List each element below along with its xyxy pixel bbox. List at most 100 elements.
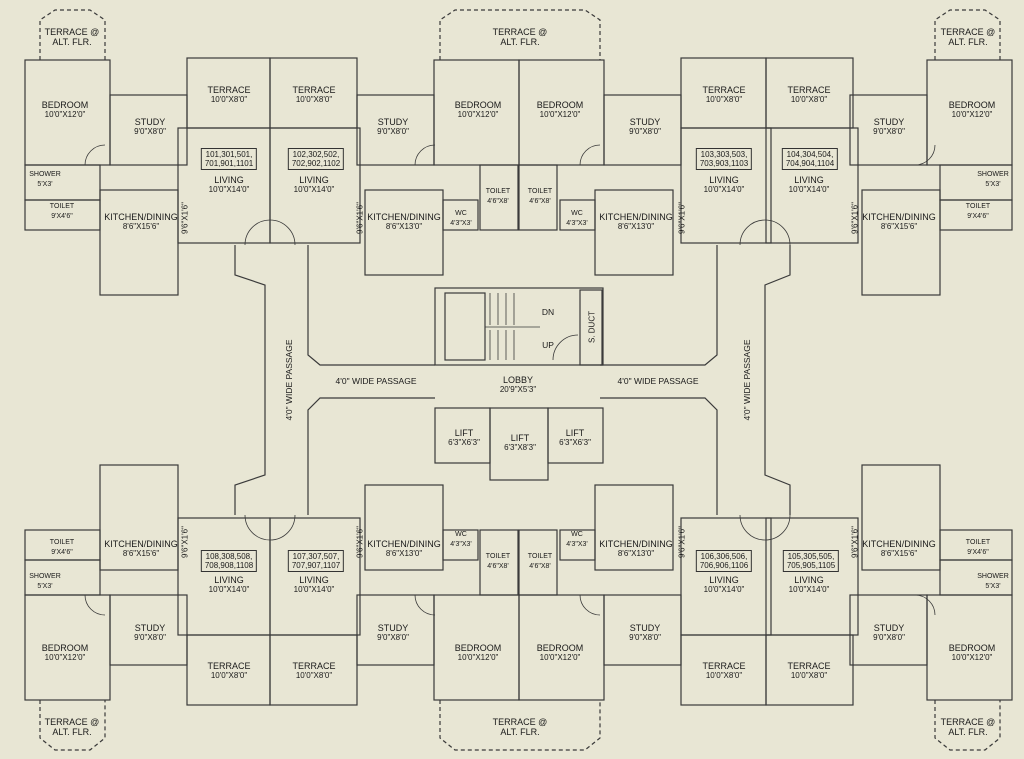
room-outline [594, 189, 674, 276]
lift-shaft [547, 407, 604, 464]
shaft-dim: 9'6"X1'6" [180, 526, 190, 558]
passage-label: 4'0" WIDE PASSAGE [284, 339, 294, 421]
stair-treads [485, 293, 540, 360]
passage-walls [600, 397, 718, 515]
room-outline [861, 189, 941, 296]
terrace-alt-label: TERRACE @ ALT. FLR. [492, 27, 548, 47]
room-outline [518, 164, 558, 231]
unit-numbers: 105,305,505, 705,905,1105 [782, 550, 840, 572]
room-outline [109, 594, 188, 666]
unit-numbers: 108,308,508, 708,908,1108 [200, 550, 258, 572]
passage-label: 4'0" WIDE PASSAGE [742, 339, 752, 421]
shaft-dim: 9'6"X1'6" [850, 526, 860, 558]
room-outline [939, 529, 1013, 561]
room-outline [442, 199, 479, 231]
room-outline [479, 529, 519, 596]
room-outline [939, 199, 1013, 231]
room-outline [364, 484, 444, 571]
unit-numbers: 102,302,502, 702,902,1102 [287, 148, 345, 170]
room-outline [479, 164, 519, 231]
room-outline [269, 127, 361, 244]
stair-dn-label: DN [541, 307, 555, 317]
terrace-alt-outline [439, 9, 601, 60]
shaft-dim: 9'6"X1'6" [677, 526, 687, 558]
room-outline [765, 127, 859, 244]
stair-core [434, 287, 604, 366]
terrace-alt-outline [39, 700, 106, 751]
terrace-alt-label: TERRACE @ ALT. FLR. [492, 717, 548, 737]
door-swings [84, 144, 936, 616]
stair-up-label: UP [542, 340, 554, 350]
room-outline [99, 189, 179, 296]
duct-label: S. DUCT [587, 311, 597, 343]
passage-walls [234, 245, 266, 515]
stair-inner [444, 292, 486, 361]
walls [24, 9, 1013, 751]
passage-walls [307, 397, 435, 515]
unit-numbers: 106,306,506, 706,906,1106 [695, 550, 753, 572]
terrace-alt-outline [934, 700, 1001, 751]
terrace-alt-label: TERRACE @ ALT. FLR. [940, 27, 996, 47]
door-swing [552, 334, 579, 361]
room-outline [594, 484, 674, 571]
shaft-dim: 9'6"X1'6" [850, 202, 860, 234]
unit-numbers: 101,301,501, 701,901,1101 [200, 148, 258, 170]
room-outline [680, 517, 772, 636]
terrace-alt-label: TERRACE @ ALT. FLR. [44, 717, 100, 737]
shaft-dim: 9'6"X1'6" [180, 202, 190, 234]
passage-walls [600, 245, 718, 366]
unit-numbers: 103,303,503, 703,903,1103 [695, 148, 753, 170]
room-outline [269, 517, 361, 636]
shaft-dim: 9'6"X1'6" [677, 202, 687, 234]
terrace-alt-label: TERRACE @ ALT. FLR. [44, 27, 100, 47]
room-outline [518, 529, 558, 596]
terrace-alt-label: TERRACE @ ALT. FLR. [940, 717, 996, 737]
unit-numbers: 107,307,507, 707,907,1107 [287, 550, 345, 572]
passage-walls [307, 245, 435, 366]
